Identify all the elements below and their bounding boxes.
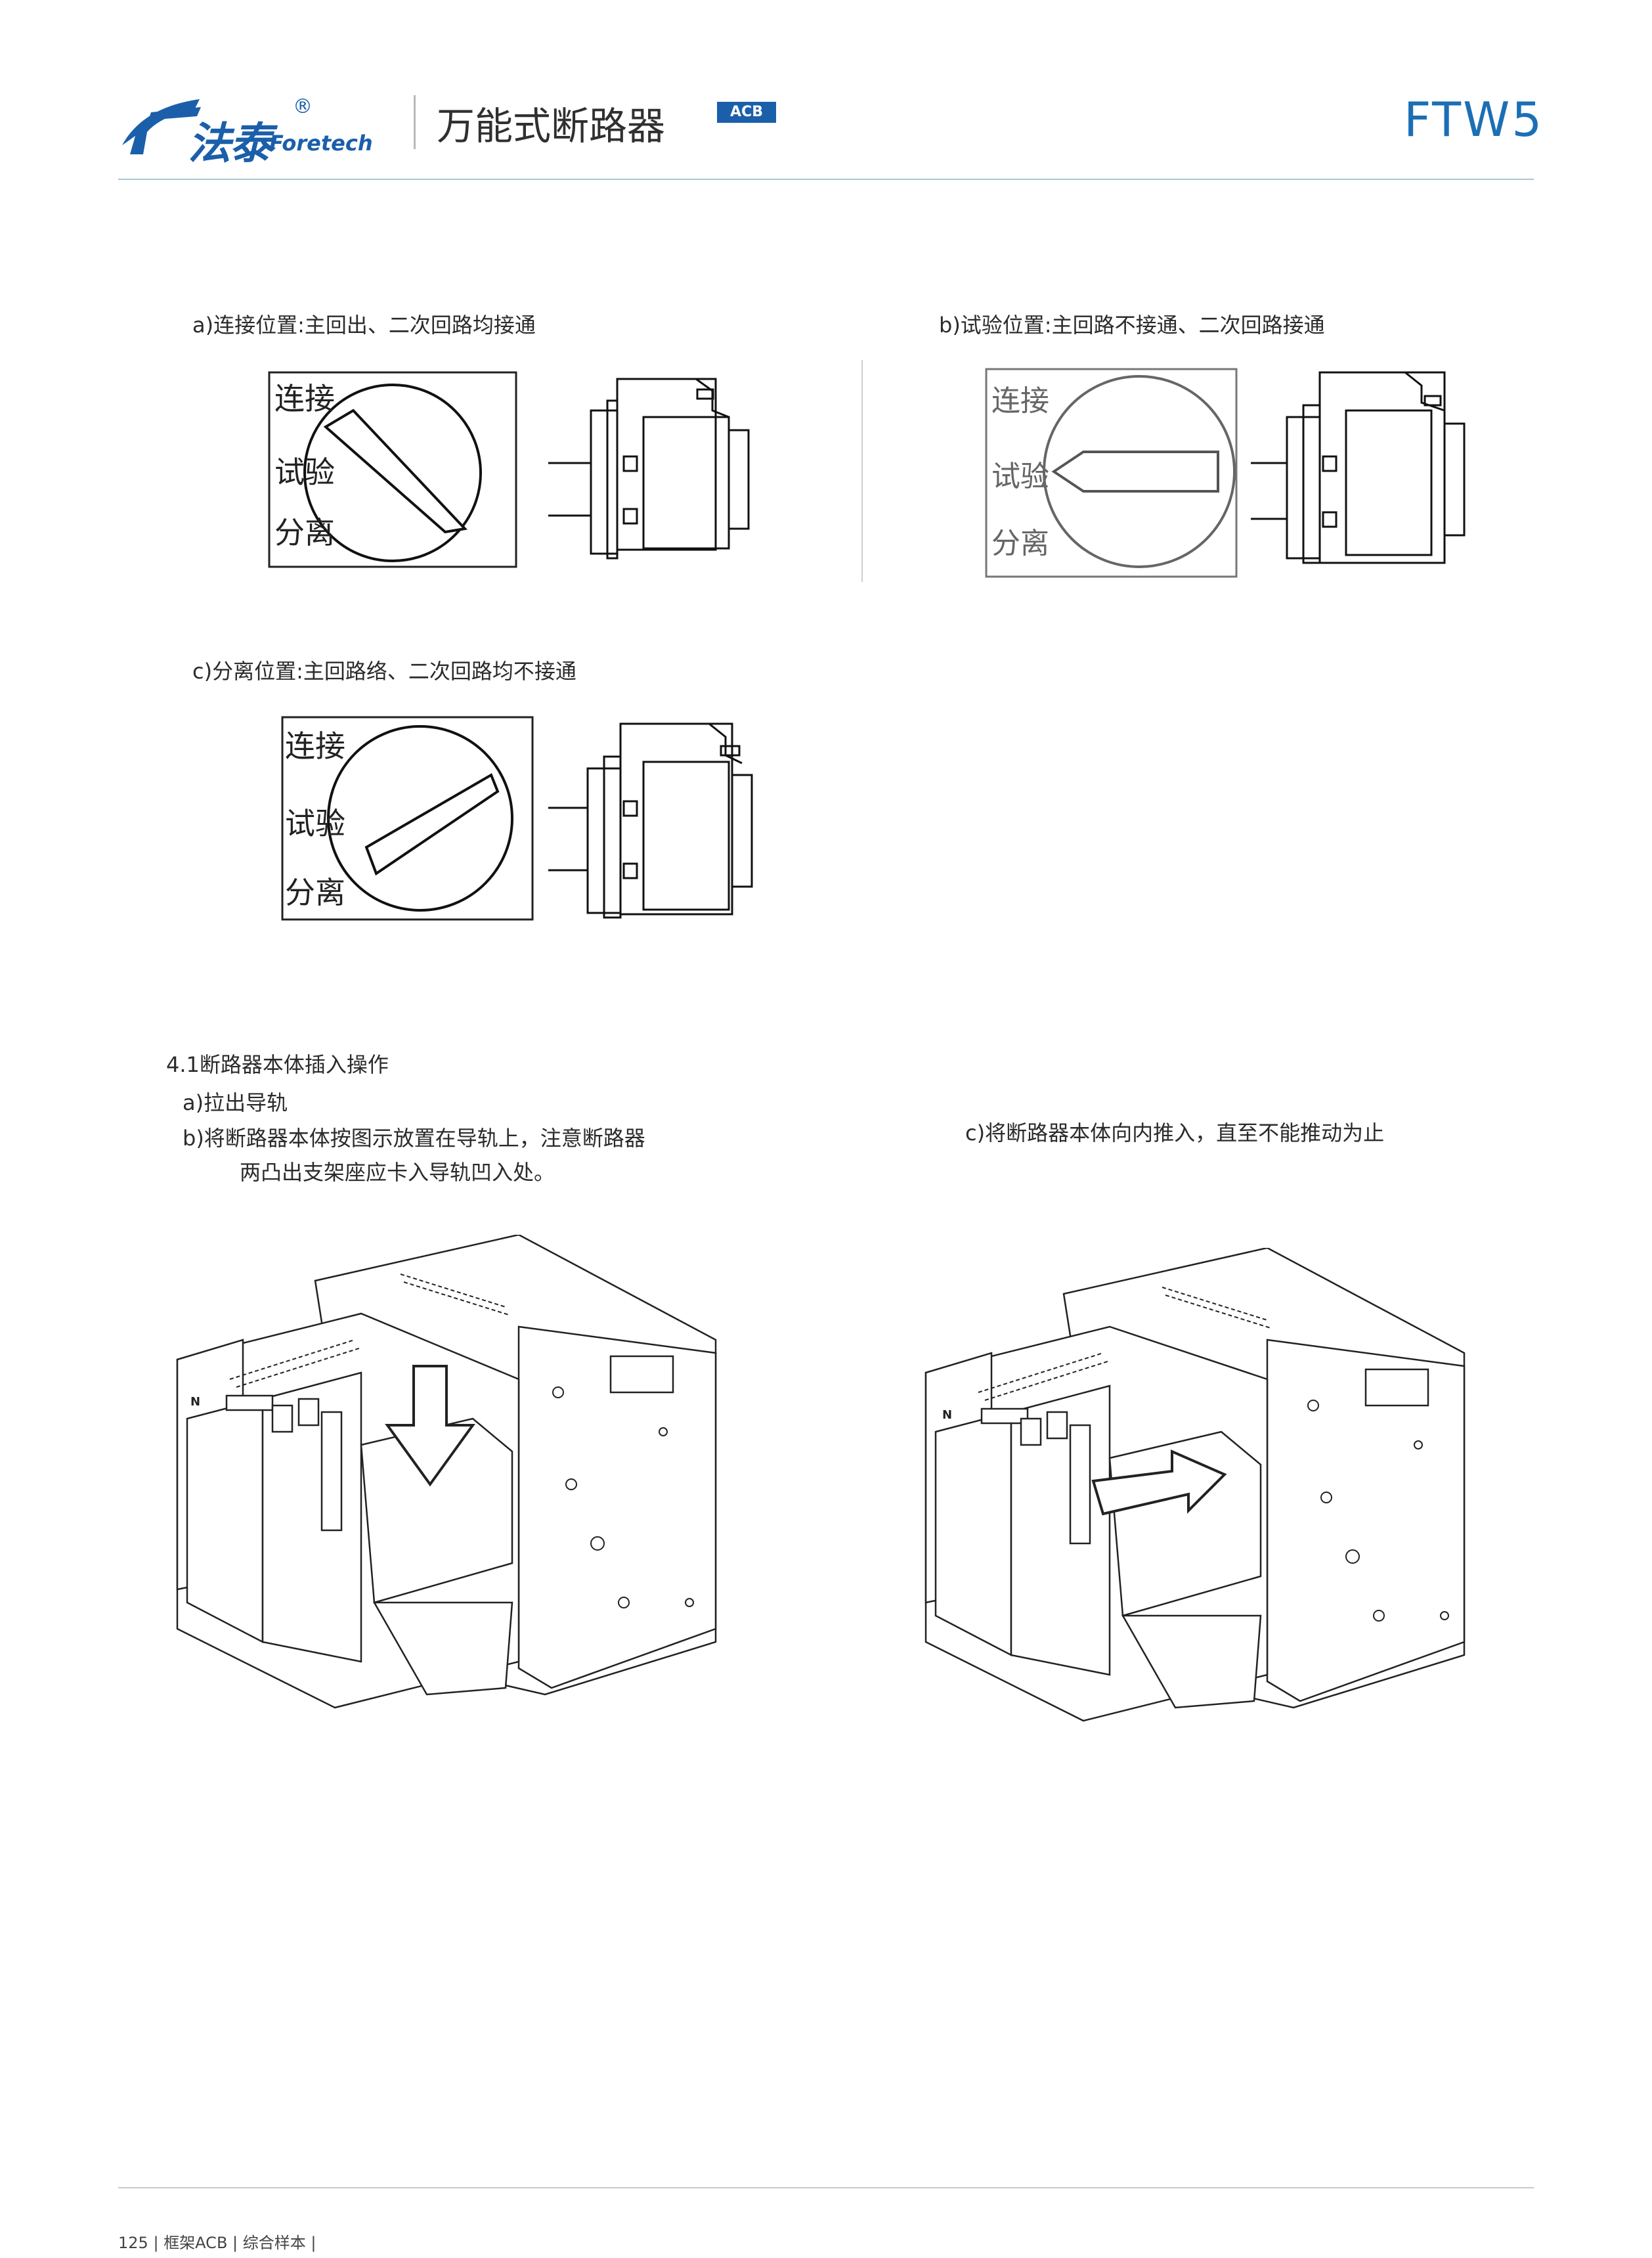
registered-mark: ®: [293, 95, 313, 118]
step-b-text-line2: 两凸出支架座应卡入导轨凹入处。: [240, 1160, 555, 1185]
brand-name-en: Foretech: [269, 131, 373, 156]
arrow-push-icon: [1091, 1449, 1227, 1516]
caption-connect-position: a)连接位置:主回出、二次回路均接通: [192, 313, 536, 338]
caption-isolate-position: c)分离位置:主回路络、二次回路均不接通: [192, 659, 576, 684]
brand-name-cn: 法泰: [188, 118, 273, 169]
neutral-mark: N: [942, 1408, 952, 1422]
dial-label-isolate: 分离: [991, 527, 1049, 560]
dial-connect-figure: 连接 试验 分离: [268, 371, 517, 568]
neutral-mark: N: [190, 1395, 200, 1409]
page-footer: 125 | 框架ACB | 综合样本 |: [118, 2230, 316, 2253]
acb-badge: ACB: [717, 102, 776, 123]
breaker-pushin-illustration: N: [924, 1248, 1466, 1722]
model-number: FTW5: [1404, 92, 1544, 147]
arrow-down-icon: [385, 1365, 475, 1487]
brand-logo: 法泰 ® Foretech: [117, 89, 393, 169]
page-number: 125: [118, 2234, 148, 2252]
step-a-text: a)拉出导轨: [183, 1090, 288, 1115]
dial-label-connect: 连接: [274, 381, 335, 416]
dial-label-isolate: 分离: [285, 875, 345, 910]
dial-label-test: 试验: [991, 460, 1049, 493]
header-rule: [118, 179, 1534, 180]
dial-isolate-figure: 连接 试验 分离: [281, 716, 534, 921]
swoosh-logo-icon: [122, 99, 201, 154]
footer-catalog: 综合样本: [242, 2234, 306, 2252]
dial-label-isolate: 分离: [274, 515, 335, 550]
step-b-text-line1: b)将断路器本体按图示放置在导轨上，注意断路器: [183, 1126, 645, 1151]
dial-label-connect: 连接: [285, 728, 345, 764]
caption-test-position: b)试验位置:主回路不接通、二次回路接通: [939, 313, 1325, 338]
footer-separator: |: [153, 2234, 159, 2252]
dial-label-test: 试验: [274, 454, 335, 490]
section-title-insertion: 4.1断路器本体插入操作: [166, 1052, 389, 1077]
footer-rule: [118, 2187, 1534, 2188]
footer-separator: |: [232, 2234, 238, 2252]
footer-separator: |: [311, 2234, 316, 2252]
dial-label-connect: 连接: [991, 384, 1049, 418]
dial-label-test: 试验: [285, 806, 345, 841]
document-title: 万能式断路器: [437, 104, 666, 148]
column-divider: [861, 360, 863, 582]
header-separator: [414, 95, 416, 149]
footer-section: 框架ACB: [163, 2234, 228, 2252]
breaker-connect-side-view: [548, 378, 750, 560]
breaker-insert-illustration: N: [176, 1235, 717, 1709]
step-c-text: c)将断路器本体向内推入，直至不能推动为止: [965, 1120, 1385, 1145]
dial-test-figure: 连接 试验 分离: [985, 368, 1238, 578]
breaker-test-side-view: [1251, 371, 1466, 564]
breaker-isolate-side-view: [548, 722, 753, 919]
